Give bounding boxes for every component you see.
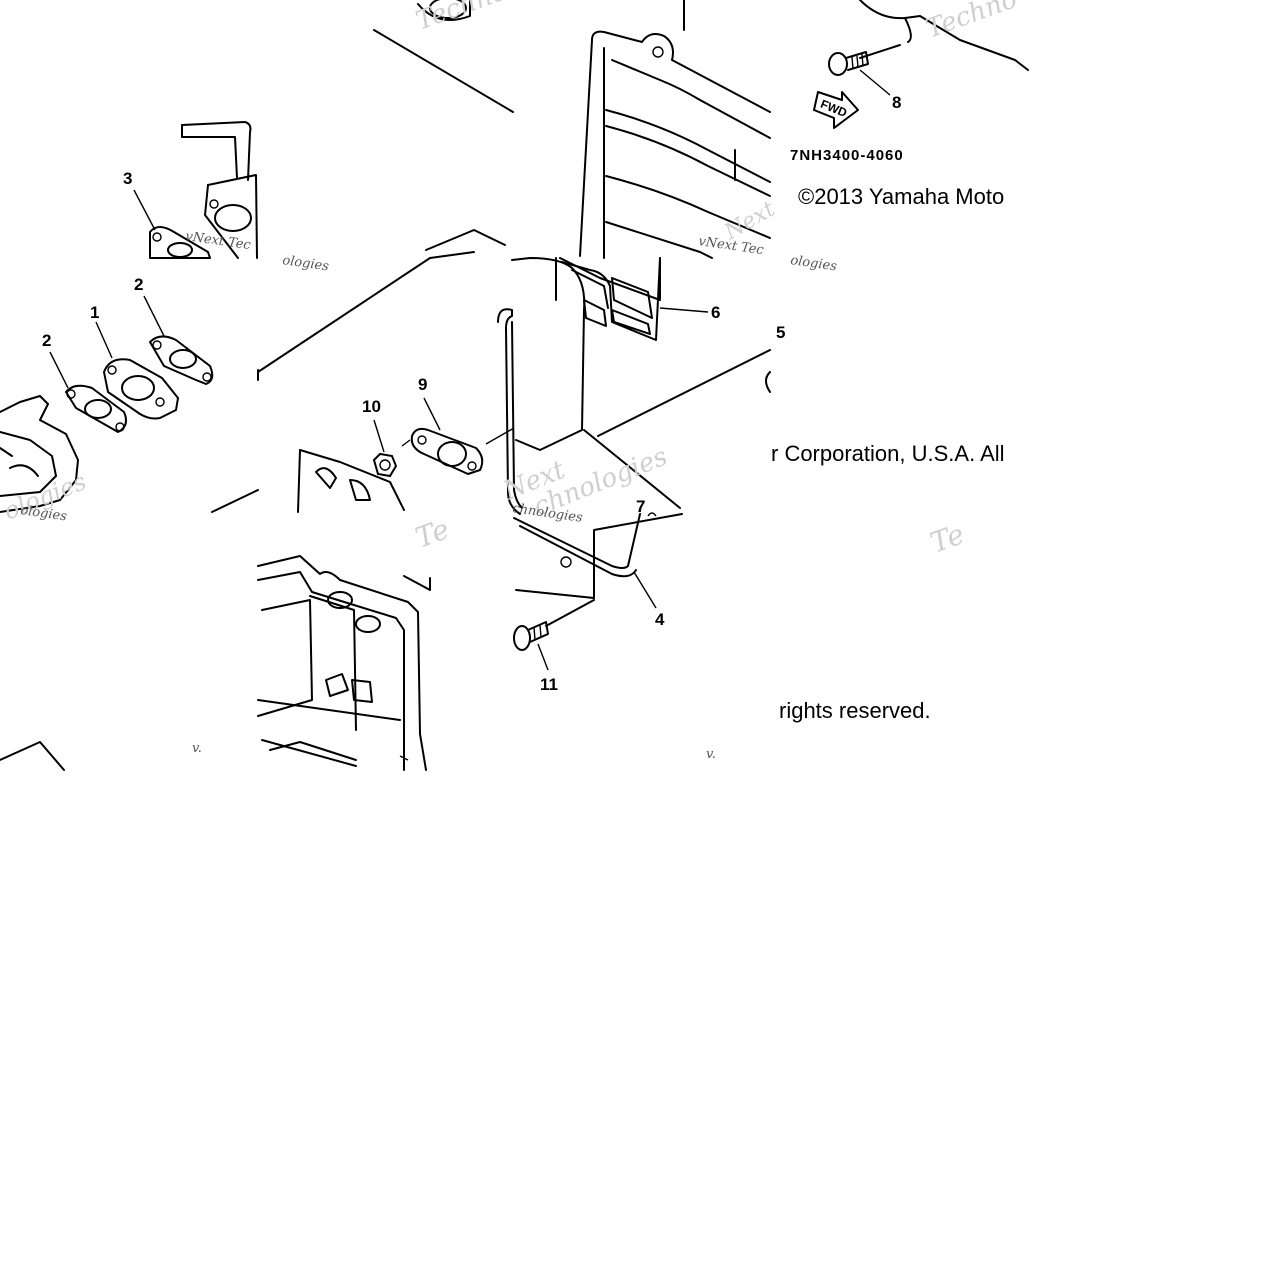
upper-pipe-assembly <box>181 0 514 259</box>
part-label-6: 6 <box>711 303 720 322</box>
bolt-10 <box>372 419 398 478</box>
gasket-9 <box>401 397 515 475</box>
part-label-7: 7 <box>636 497 645 516</box>
watermark-techno-1: Techno <box>412 0 511 37</box>
part-label-5: 5 <box>776 323 785 342</box>
copyright-line-3: rights reserved. <box>779 698 931 723</box>
insulator-1 <box>103 358 179 420</box>
watermark-ologies-3: ologies <box>19 503 68 524</box>
element-cover <box>579 0 771 259</box>
part-label-2-right: 2 <box>134 275 143 294</box>
watermark-ologies-1: ologies <box>281 253 330 274</box>
part-label-10: 10 <box>362 397 381 416</box>
gasket-2-right <box>149 335 214 385</box>
copyright-line-2: r Corporation, U.S.A. All <box>771 441 1005 466</box>
fwd-arrow-icon: FWD <box>813 91 859 129</box>
watermarks: Techno Techno Te Te Next chnologies olog… <box>0 0 1021 762</box>
carburetor <box>0 395 79 513</box>
gasket-2-left <box>65 384 127 433</box>
gasket-3 <box>149 226 211 259</box>
element-6 <box>561 257 709 341</box>
part-label-1: 1 <box>90 303 99 322</box>
part-label-4: 4 <box>655 610 665 629</box>
screw-8 <box>828 0 1029 96</box>
diagram-code: 7NH3400-4060 <box>790 147 904 164</box>
part-label-3: 3 <box>123 169 132 188</box>
filter-case <box>257 555 431 771</box>
part-label-11: 11 <box>540 675 558 694</box>
part-label-8: 8 <box>892 93 901 112</box>
watermark-ologies-2: ologies <box>789 253 838 274</box>
filter-case-back <box>297 449 405 513</box>
watermark-v-1: v. <box>192 741 202 756</box>
seal-4 <box>497 308 657 609</box>
airbox-outline <box>0 229 506 771</box>
watermark-vnext-2: vNext Tec <box>697 234 765 258</box>
screw-11 <box>513 513 683 671</box>
watermark-te-1: Te <box>411 512 453 554</box>
copyright-line-1: ©2013 Yamaha Moto <box>798 184 1004 209</box>
part-labels: 3 2 1 2 9 10 6 5 7 4 8 11 <box>42 93 901 694</box>
part-label-9: 9 <box>418 375 427 394</box>
watermark-te-2: Te <box>926 517 968 559</box>
watermark-vnext-1: vNext Tec <box>184 229 252 253</box>
watermark-techno-2: Techno <box>922 0 1021 45</box>
part-label-2-left: 2 <box>42 331 51 350</box>
watermark-v-2: v. <box>706 747 716 762</box>
fwd-label: FWD <box>818 97 849 120</box>
part-5-line <box>597 349 771 437</box>
